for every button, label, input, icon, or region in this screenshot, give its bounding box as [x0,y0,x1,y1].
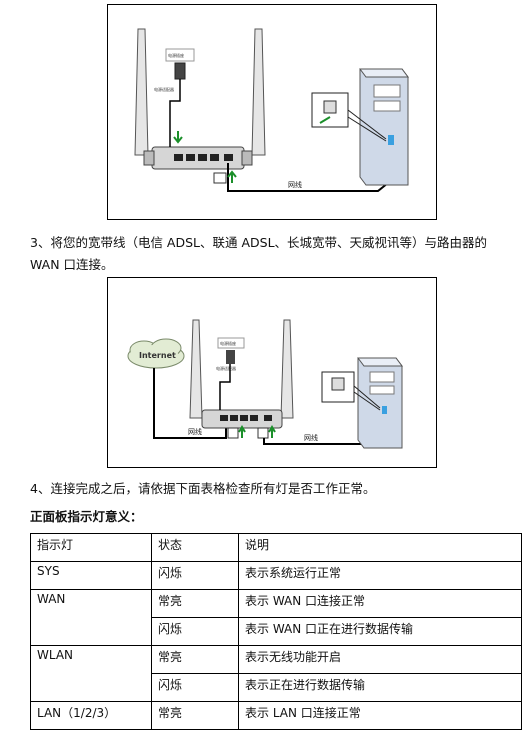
table-row: WAN 常亮 表示 WAN 口连接正常 [30,589,522,646]
cell-description: 表示系统运行正常 [238,561,522,590]
cable-label-left: 网线 [188,427,202,436]
header-description: 说明 [238,533,522,562]
cell-description: 表示 WAN 口正在进行数据传输 [238,617,522,646]
router-diagram: 电源插座 电源适配器 网线 [134,28,409,192]
cell-state: 常亮 [151,589,239,618]
arrow-down-icon [173,131,183,144]
step-3-text: 3、将您的宽带线（电信 ADSL、联通 ADSL、长城宽带、天威视讯等）与路由器… [30,235,488,272]
cell-state: 常亮 [151,645,239,674]
cell-led: WLAN [30,645,152,702]
header-state: 状态 [151,533,239,562]
internet-router-pc-figure: Internet 网线 电源插座 电源适配器 网线 [107,277,437,468]
cell-led: WAN [30,589,152,646]
table-row: 闪烁 表示 WAN 口正在进行数据传输 [31,617,522,646]
step-4-text: 4、连接完成之后，请依据下面表格检查所有灯是否工作正常。 [30,481,376,496]
cable-label-right: 网线 [304,433,318,442]
cell-led: SYS [30,561,152,590]
led-status-table: 指示灯 状态 说明 SYS 闪烁 表示系统运行正常 WAN 常亮 表示 WAN … [30,533,522,730]
table-row: WLAN 常亮 表示无线功能开启 [30,645,522,702]
cell-state: 常亮 [151,701,239,730]
cell-description: 表示无线功能开启 [238,645,522,674]
power-adapter [174,62,186,80]
antenna-right [251,28,266,156]
router-pc-connection-figure: 电源插座 电源适配器 网线 [107,4,437,220]
cell-state: 闪烁 [151,617,239,646]
adapter-label-top: 电源插座 [220,340,236,346]
led-table-title: 正面板指示灯意义： [30,509,143,524]
table-header-row: 指示灯 状态 说明 [30,533,522,562]
adapter-label-bottom: 电源适配器 [154,86,174,92]
adapter-label-top: 电源插座 [168,52,184,58]
cable-label: 网线 [288,180,302,189]
antenna-left [134,28,149,156]
cell-led: LAN（1/2/3） [30,701,152,730]
adapter-label-bottom: 电源适配器 [216,365,236,371]
cell-description: 表示 LAN 口连接正常 [238,701,522,730]
header-led: 指示灯 [30,533,152,562]
internet-label: Internet [139,351,176,360]
internet-diagram: Internet 网线 电源插座 电源适配器 网线 [127,319,403,449]
table-row: 闪烁 表示正在进行数据传输 [31,673,522,702]
table-row: LAN（1/2/3） 常亮 表示 LAN 口连接正常 [30,701,522,730]
table-row: SYS 闪烁 表示系统运行正常 [30,561,522,590]
cell-state: 闪烁 [151,673,239,702]
cell-description: 表示正在进行数据传输 [238,673,522,702]
cell-state: 闪烁 [151,561,239,590]
arrow-up-icon [227,170,237,183]
cell-description: 表示 WAN 口连接正常 [238,589,522,618]
